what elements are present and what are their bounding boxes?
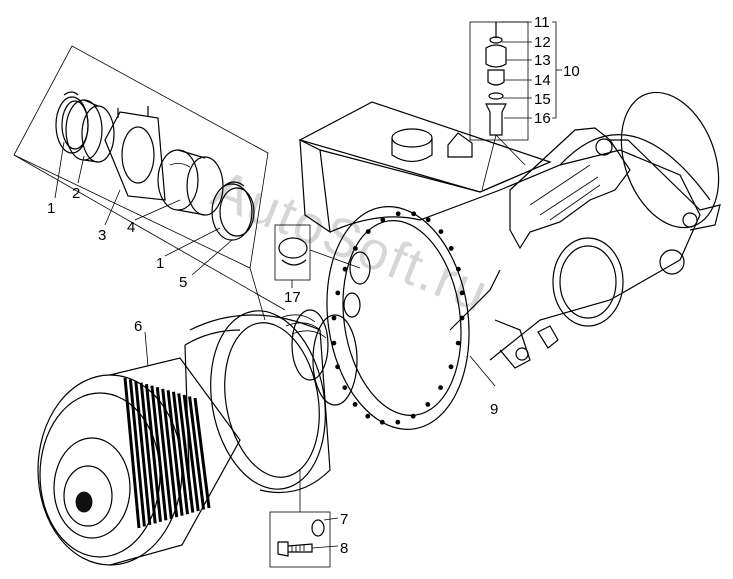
pipe-part-4 (157, 149, 224, 216)
callout-13: 13 (534, 52, 551, 69)
flange-bolt-hole (425, 217, 431, 223)
flange-bolt-hole (425, 402, 431, 407)
callout-labels: 1 2 3 4 1 5 6 7 8 9 10 11 12 13 14 15 16… (47, 14, 580, 557)
flange-bolt-hole (365, 413, 371, 419)
hub-fin (188, 396, 206, 510)
flange-plate-part-3 (104, 106, 166, 201)
flange-bolt-hole (342, 385, 348, 390)
housing-flange (326, 206, 470, 430)
flange-bolt-hole (438, 385, 443, 390)
callout-16: 16 (534, 110, 551, 127)
bolt-inset (269, 470, 339, 568)
flange-bolt-holes (331, 211, 465, 425)
callout-leaders (54, 141, 496, 387)
callout-5: 5 (179, 274, 187, 291)
callout-4: 4 (127, 219, 135, 236)
sleeve-part-2 (65, 99, 115, 163)
flange-bolt-hole (410, 413, 416, 419)
callout-17: 17 (284, 289, 301, 306)
flange-bolt-hole (455, 340, 461, 346)
callout-1a: 1 (47, 200, 55, 217)
flange-bolt-hole (365, 229, 371, 235)
hub-cooling-fins (123, 377, 211, 529)
callout-12: 12 (534, 34, 551, 51)
flange-bolt-hole (448, 364, 454, 370)
hub-fin (123, 377, 141, 529)
callout-15: 15 (534, 91, 551, 108)
flange-bolt-hole (335, 364, 340, 370)
hub-fin (182, 394, 200, 512)
callout-7: 7 (340, 511, 348, 528)
hub-fin (193, 397, 211, 509)
callout-3: 3 (98, 227, 106, 244)
hub-fin (161, 388, 179, 518)
callout-14: 14 (534, 72, 551, 89)
watermark: AutoSoft.ru (204, 159, 497, 324)
flange-bolt-hole (456, 266, 461, 272)
flange-bolt-hole (459, 290, 465, 296)
hub-fin (128, 379, 146, 527)
wheel-reducer-part-6 (37, 309, 358, 566)
hub-fin (139, 382, 157, 524)
main-housing-part-9 (298, 91, 721, 369)
hub-fin (134, 380, 152, 526)
flange-bolt-hole (411, 211, 417, 217)
callout-8: 8 (340, 540, 348, 557)
flange-bolt-hole (448, 246, 454, 251)
callout-10: 10 (563, 63, 580, 80)
bracket-part-17 (274, 224, 361, 281)
flange-bolt-hole (331, 315, 337, 321)
flange-bolt-hole (335, 290, 341, 296)
flange-bolt-hole (352, 402, 358, 407)
flange-bolt-hole (342, 266, 348, 272)
callout-1b: 1 (156, 255, 164, 272)
callout-2: 2 (72, 185, 80, 202)
flange-bolt-hole (331, 340, 337, 346)
hub-fin (155, 387, 173, 519)
breather-assembly-part-10 (469, 21, 529, 191)
flange-bolt-hole (459, 315, 465, 321)
flange-bolt-hole (395, 211, 401, 217)
flange-bolt-hole (379, 419, 385, 425)
hub-fin (177, 393, 195, 513)
hub-fin (166, 390, 184, 516)
flange-bolt-hole (438, 229, 444, 235)
breather-leaders (500, 21, 562, 119)
hub-fin (145, 384, 162, 522)
flange-bolt-hole (395, 419, 401, 425)
flange-bolt-hole (380, 217, 386, 223)
flange-bolt-hole (353, 246, 358, 251)
callout-6: 6 (134, 318, 142, 335)
callout-9: 9 (490, 401, 498, 418)
callout-11: 11 (534, 14, 550, 31)
hub-fin (150, 385, 168, 521)
hub-fin (172, 391, 189, 515)
